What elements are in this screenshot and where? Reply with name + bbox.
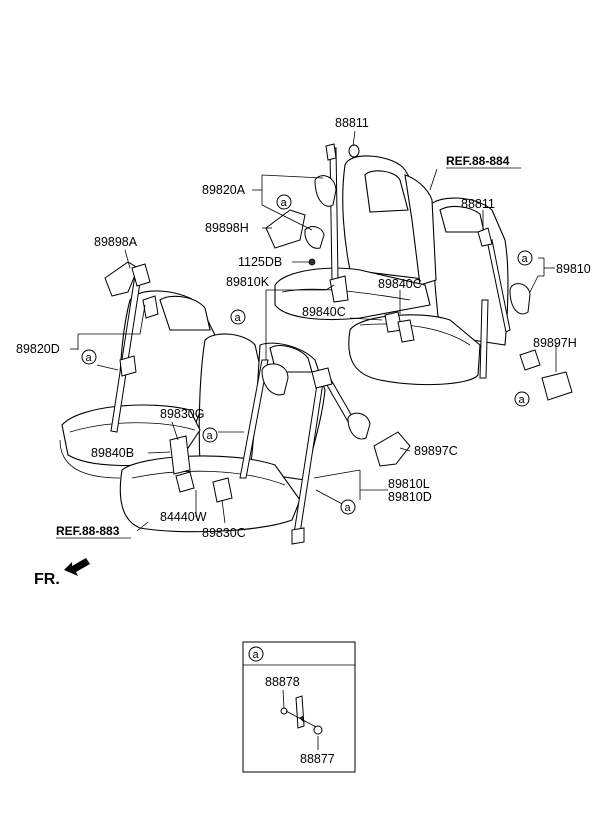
- label-89840C-lower: 89840C: [302, 305, 346, 319]
- label-89840C-upper: 89840C: [378, 277, 422, 291]
- svg-text:a: a: [281, 197, 288, 209]
- label-89897C: 89897C: [414, 444, 458, 458]
- label-1125DB: 1125DB: [238, 255, 282, 269]
- callout-circle-a-5: a: [340, 499, 356, 515]
- svg-text:a: a: [235, 312, 242, 324]
- leader-lines: [70, 130, 557, 532]
- label-88877: 88877: [300, 752, 335, 766]
- detail-box-a: a 88878 88877: [242, 641, 356, 773]
- callout-circle-a-7: a: [514, 391, 530, 407]
- label-89820D: 89820D: [16, 342, 60, 356]
- label-88878: 88878: [265, 675, 300, 689]
- svg-text:a: a: [522, 253, 529, 265]
- label-89810D: 89810D: [388, 490, 432, 504]
- label-88811-top: 88811: [335, 116, 369, 130]
- callout-circle-a-4: a: [202, 427, 218, 443]
- label-89840B: 89840B: [91, 446, 134, 460]
- svg-text:a: a: [345, 502, 352, 514]
- label-89810: 89810: [556, 262, 591, 276]
- svg-text:a: a: [253, 649, 260, 661]
- label-89897H: 89897H: [533, 336, 577, 350]
- label-89810K: 89810K: [226, 275, 270, 289]
- label-84440W: 84440W: [160, 510, 207, 524]
- label-89830G: 89830G: [160, 407, 204, 421]
- svg-text:a: a: [207, 430, 214, 442]
- label-89820A: 89820A: [202, 183, 246, 197]
- front-direction-marker: FR.: [34, 558, 90, 588]
- label-89898A: 89898A: [94, 235, 138, 249]
- label-88811-right: 88811: [461, 197, 495, 211]
- front-arrow-icon: [64, 558, 90, 576]
- belt-assemblies: [104, 143, 573, 545]
- svg-text:a: a: [519, 394, 526, 406]
- ref-label-lower: REF.88-883: [56, 524, 120, 538]
- label-89898H: 89898H: [205, 221, 249, 235]
- reference-labels: REF.88-884 REF.88-883: [56, 154, 521, 539]
- detail-box-header-circle: a: [248, 646, 264, 662]
- part-labels: 88811 89820A 89898H 1125DB 89810K 89840C…: [16, 116, 591, 540]
- front-label: FR.: [34, 571, 60, 588]
- label-89810L: 89810L: [388, 477, 430, 491]
- callout-circle-a-1: a: [276, 194, 292, 210]
- rear-seat-assembly: [274, 155, 511, 386]
- callout-circles: a a a a a a a: [81, 194, 533, 515]
- label-89830C: 89830C: [202, 526, 246, 540]
- svg-text:a: a: [86, 352, 93, 364]
- callout-circle-a-3: a: [81, 349, 97, 365]
- callout-circle-a-2: a: [230, 309, 246, 325]
- ref-label-upper: REF.88-884: [446, 154, 510, 168]
- callout-circle-a-6: a: [517, 250, 533, 266]
